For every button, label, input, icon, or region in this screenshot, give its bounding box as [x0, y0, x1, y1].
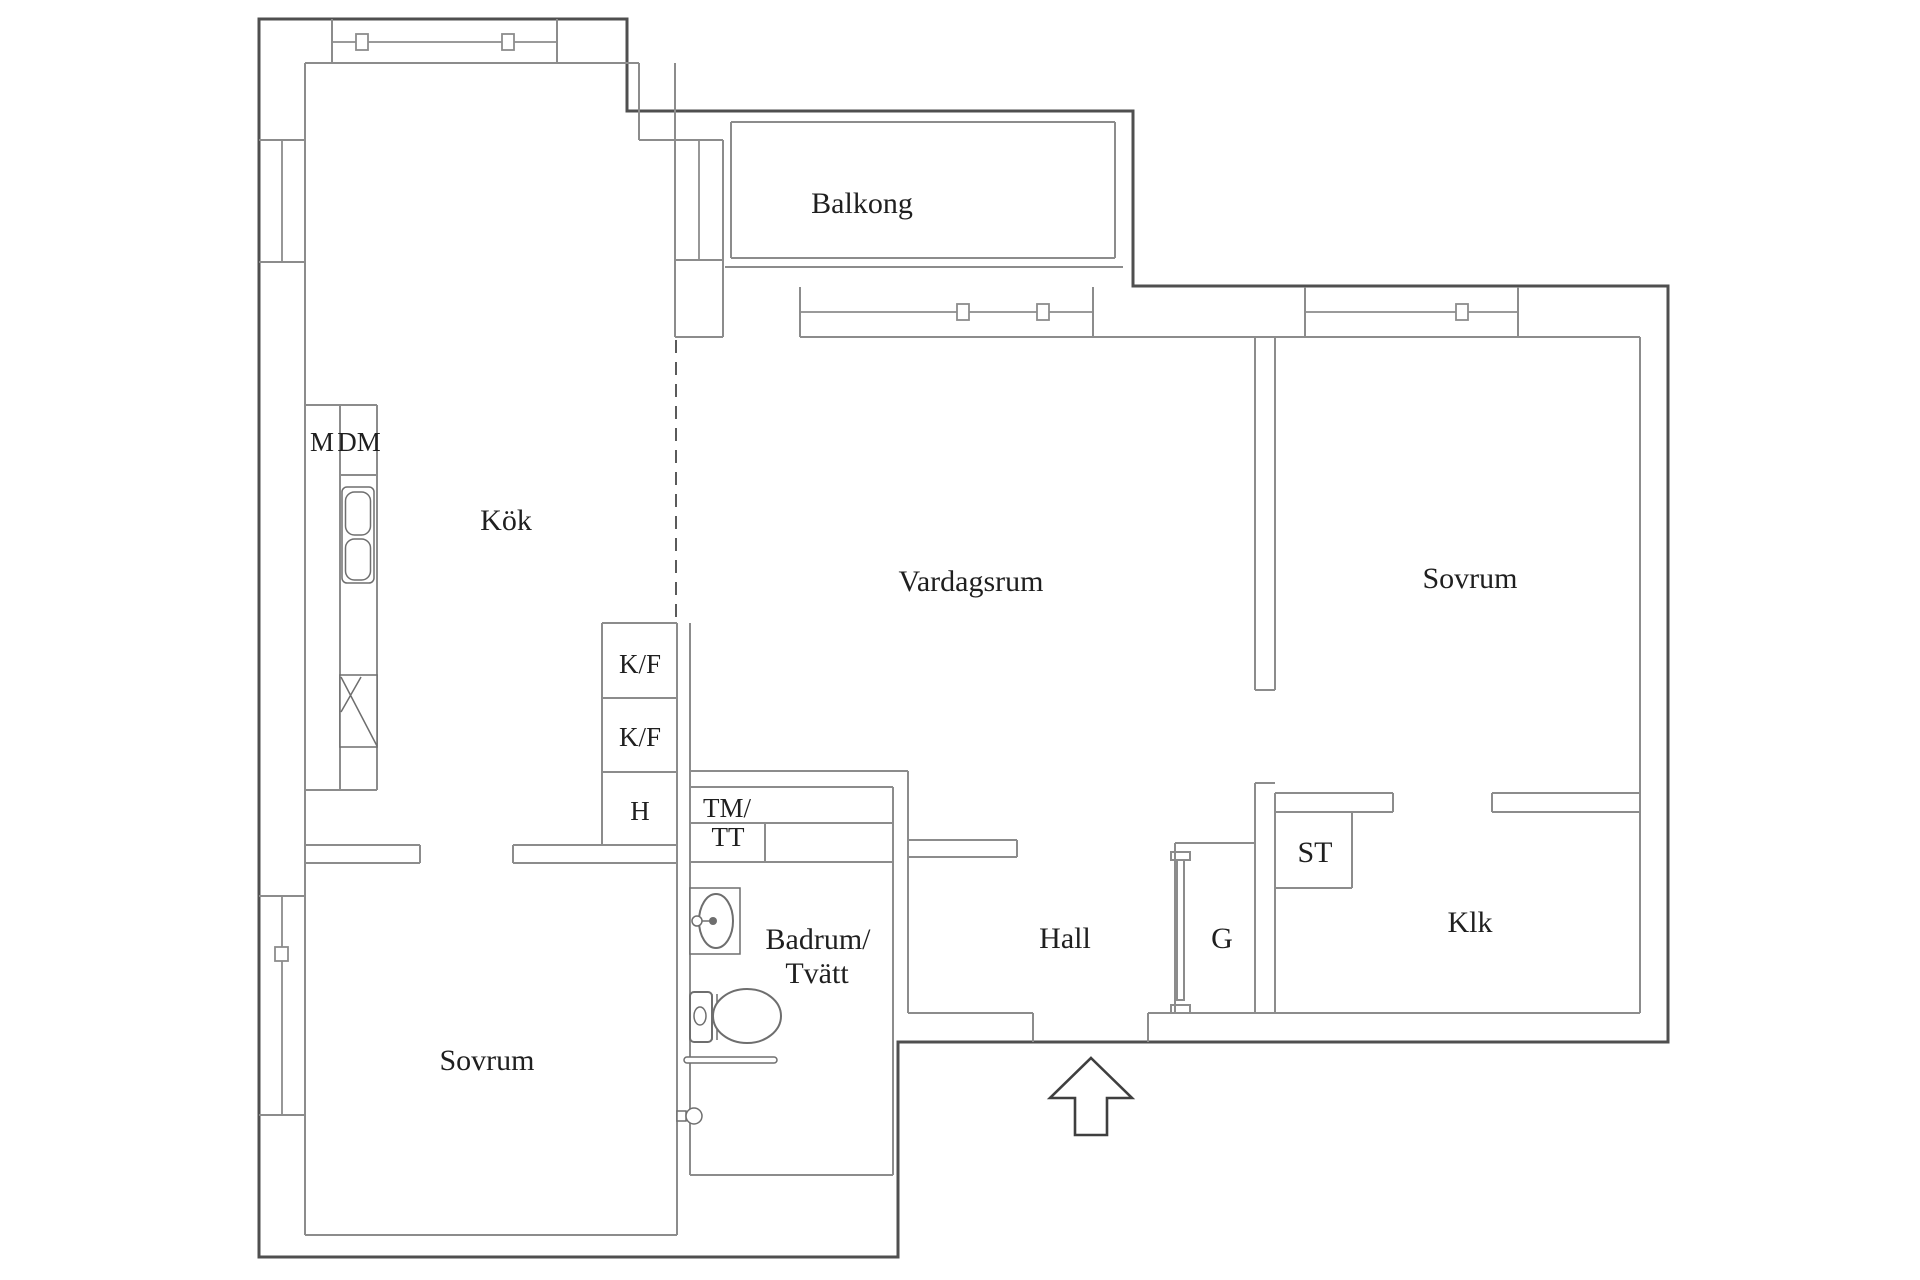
- window-handle-icon: [956, 303, 970, 321]
- label-st: ST: [1297, 836, 1332, 869]
- kitchen-sink-icon: [341, 486, 375, 584]
- door-knob-icon: [676, 1107, 703, 1125]
- window-handle-icon: [1455, 303, 1469, 321]
- label-microwave: M: [310, 427, 334, 457]
- sliding-door-icon: [1170, 851, 1191, 1014]
- window-handle-icon: [501, 33, 515, 51]
- towel-rail-icon: [683, 1056, 778, 1064]
- stove-icon: [339, 674, 378, 748]
- bathroom-sink-icon: [689, 887, 741, 955]
- code-labels: M DM K/F K/F H TM/ TT: [310, 427, 752, 852]
- label-sovrum-left: Sovrum: [439, 1044, 534, 1077]
- label-dishwasher: DM: [337, 427, 381, 457]
- bathroom-fixtures: [676, 887, 782, 1125]
- label-badrum-line2: Tvätt: [785, 957, 849, 990]
- window-handle-icon: [274, 946, 289, 962]
- window-handle-icons: [274, 33, 1469, 962]
- label-klk: Klk: [1448, 906, 1493, 939]
- label-vardagsrum: Vardagsrum: [899, 565, 1044, 598]
- window-handle-icon: [355, 33, 369, 51]
- window-lines: [281, 41, 1518, 1115]
- label-kok: Kök: [480, 504, 532, 537]
- kitchen-counter: [305, 404, 378, 791]
- room-labels: Balkong Kök Vardagsrum Sovrum Sovrum Bad…: [439, 187, 1517, 1077]
- label-fridge-freezer-top: K/F: [619, 649, 661, 679]
- label-tumble-dryer: TT: [712, 822, 745, 852]
- exterior-wall-outline: [257, 17, 1670, 1259]
- window-handle-icon: [1036, 303, 1050, 321]
- label-badrum-line1: Badrum/: [766, 923, 872, 956]
- label-fridge-freezer-bottom: K/F: [619, 722, 661, 752]
- label-g: G: [1211, 922, 1233, 955]
- label-cabinet-h: H: [630, 796, 650, 826]
- toilet-icon: [689, 988, 782, 1044]
- label-hall: Hall: [1039, 922, 1091, 955]
- entrance-arrow-icon: [1046, 1056, 1136, 1137]
- label-sovrum-right: Sovrum: [1422, 562, 1517, 595]
- label-balkong: Balkong: [811, 187, 913, 220]
- label-washing-machine: TM/: [703, 793, 752, 823]
